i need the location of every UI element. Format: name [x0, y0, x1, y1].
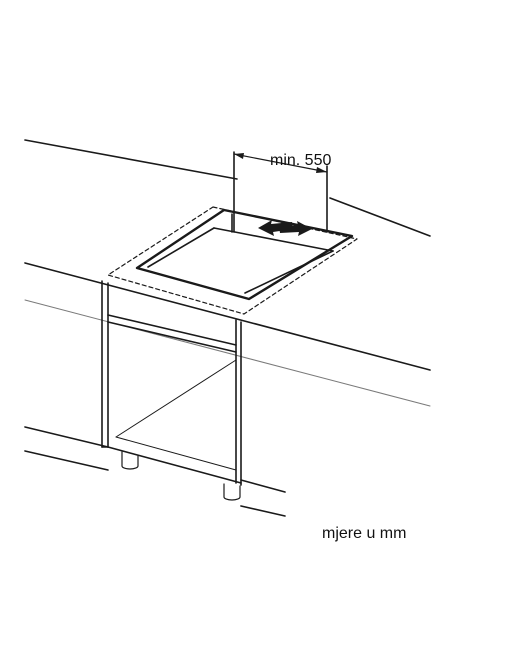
cabinet-rail-bottom — [107, 321, 237, 353]
cabinet-base-front — [107, 446, 242, 484]
dimension-arrowhead-left — [234, 153, 244, 159]
hob-inner-right-wall — [244, 250, 334, 294]
dimension-arrowhead-right — [316, 167, 327, 173]
cabinet-foot-right — [223, 483, 241, 501]
airflow-arrow-left-icon — [258, 220, 293, 236]
cabinet-base-inner — [115, 436, 237, 471]
cabinet-foot-left — [121, 451, 139, 470]
countertop-front-bottom-edge — [24, 299, 431, 407]
dimension-line — [233, 153, 328, 173]
drawing-lines — [24, 139, 431, 517]
plinth-bottom-line-right — [240, 505, 286, 517]
airflow-arrow-right-icon — [279, 221, 312, 236]
units-note: mjere u mm — [322, 525, 406, 542]
hob-inner-back-wall — [213, 227, 334, 252]
plinth-top-line — [24, 426, 109, 448]
dimension-arrows — [234, 153, 327, 173]
plinth-bottom-line — [24, 450, 109, 471]
countertop-back-edge-right — [329, 197, 431, 237]
airflow-arrow-icon — [258, 220, 312, 236]
countertop-front-top-edge — [24, 262, 431, 371]
plinth-top-line-right — [240, 479, 286, 493]
dimension-label: min. 550 — [270, 152, 331, 169]
hob-inner-left-wall — [147, 227, 215, 268]
cabinet-back-diagonal — [115, 359, 237, 438]
hob-outer-frame — [135, 208, 354, 301]
countertop-back-edge — [24, 139, 238, 180]
cabinet-rail-top — [107, 314, 237, 346]
